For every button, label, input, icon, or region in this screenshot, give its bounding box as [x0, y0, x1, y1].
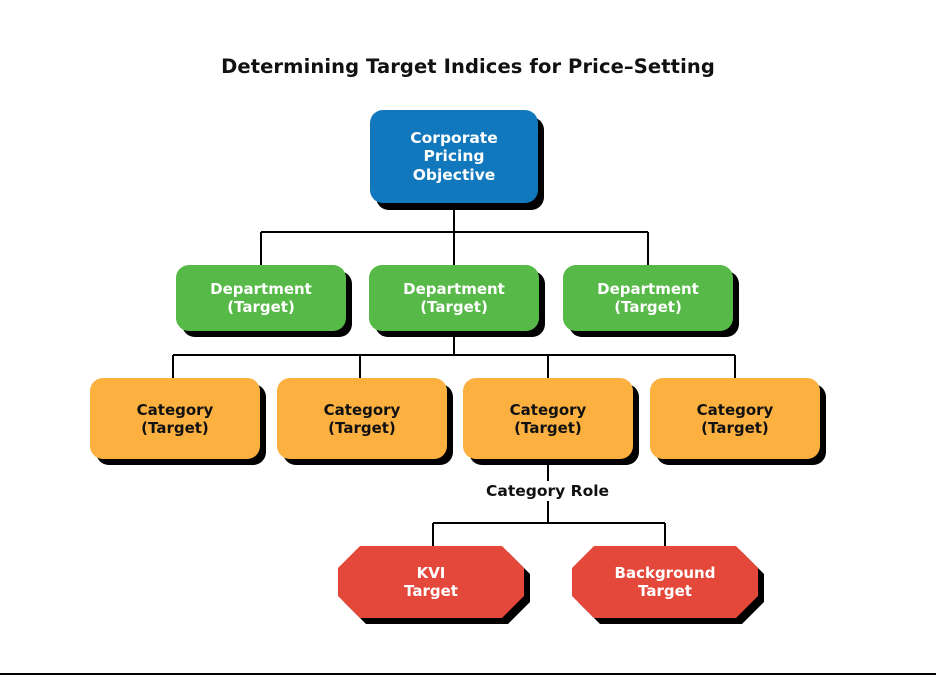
- page-title: Determining Target Indices for Price–Set…: [221, 55, 715, 78]
- node-corporate-pricing-objective[interactable]: Corporate Pricing Objective: [370, 110, 538, 203]
- node-background-target[interactable]: Background Target: [572, 546, 758, 618]
- node-category-4[interactable]: Category (Target): [650, 378, 820, 459]
- node-kvi-target[interactable]: KVI Target: [338, 546, 524, 618]
- node-category-1[interactable]: Category (Target): [90, 378, 260, 459]
- node-department-3[interactable]: Department (Target): [563, 265, 733, 331]
- bottom-divider: [0, 673, 936, 675]
- edge-label-category-role: Category Role: [481, 481, 615, 501]
- node-department-2[interactable]: Department (Target): [369, 265, 539, 331]
- node-category-2[interactable]: Category (Target): [277, 378, 447, 459]
- node-department-1[interactable]: Department (Target): [176, 265, 346, 331]
- node-category-3[interactable]: Category (Target): [463, 378, 633, 459]
